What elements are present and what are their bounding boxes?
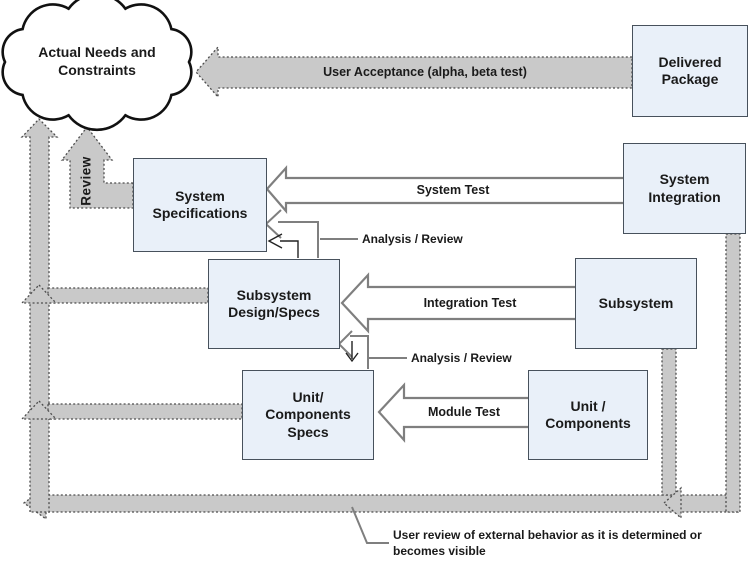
cloud-shape (1, 0, 193, 132)
box-subsystem-design-specs-label: Subsystem Design/Specs (228, 286, 320, 321)
user-review-note: User review of external behavior as it i… (393, 528, 702, 558)
review-label: Review (78, 156, 94, 206)
subsystem-specs-review-channel (47, 287, 209, 304)
note-callout-line (351, 506, 389, 544)
box-system-integration: System Integration (623, 143, 746, 234)
box-subsystem-design-specs: Subsystem Design/Specs (208, 259, 340, 349)
analysis-review-bottom-arrowhead-2 (345, 352, 359, 363)
analysis-review-top-line-2 (280, 240, 299, 258)
analysis-review-bottom-arrowhead (337, 330, 353, 358)
box-subsystem: Subsystem (575, 258, 697, 349)
box-unit-components-label: Unit / Components (545, 397, 631, 432)
integration-test-arrow (340, 272, 575, 334)
subsystem-merge-arrowhead (663, 486, 682, 520)
system-test-arrow (265, 165, 623, 214)
box-system-specifications-label: System Specifications (152, 187, 248, 222)
review-arrow (60, 125, 134, 209)
module-test-arrow (377, 382, 528, 443)
box-subsystem-label: Subsystem (598, 294, 674, 311)
analysis-review-top-arrowhead (264, 209, 282, 239)
merge-up-arrowhead-1 (20, 284, 58, 304)
analysis-review-bottom-label: Analysis / Review (411, 351, 512, 365)
box-unit-components: Unit / Components (528, 370, 648, 460)
box-system-integration-label: System Integration (648, 171, 721, 205)
box-unit-components-specs-label: Unit/ Components Specs (265, 388, 351, 440)
analysis-review-top-arrowhead-2 (267, 233, 283, 249)
cloud-label: Actual Needs and Constraints (38, 43, 156, 78)
box-unit-components-specs: Unit/ Components Specs (242, 370, 374, 460)
unit-specs-review-channel (47, 403, 243, 420)
user-acceptance-arrow (195, 45, 633, 99)
analysis-review-top-label: Analysis / Review (362, 232, 463, 246)
bottom-feedback-channel (22, 485, 740, 521)
left-review-channel (20, 118, 59, 513)
merge-up-arrowhead-2 (20, 400, 58, 420)
system-integration-down-channel (725, 233, 741, 513)
subsystem-down-channel (661, 348, 677, 496)
integration-test-label: Integration Test (423, 296, 517, 310)
module-test-label: Module Test (428, 405, 500, 419)
analysis-review-bottom-line (350, 335, 369, 369)
user-acceptance-label: User Acceptance (alpha, beta test) (323, 65, 527, 79)
box-delivered-package-label: Delivered Package (658, 53, 722, 88)
box-delivered-package: Delivered Package (632, 25, 748, 117)
analysis-review-top-line (278, 221, 319, 258)
system-test-label: System Test (416, 183, 490, 197)
box-system-specifications: System Specifications (133, 158, 267, 252)
